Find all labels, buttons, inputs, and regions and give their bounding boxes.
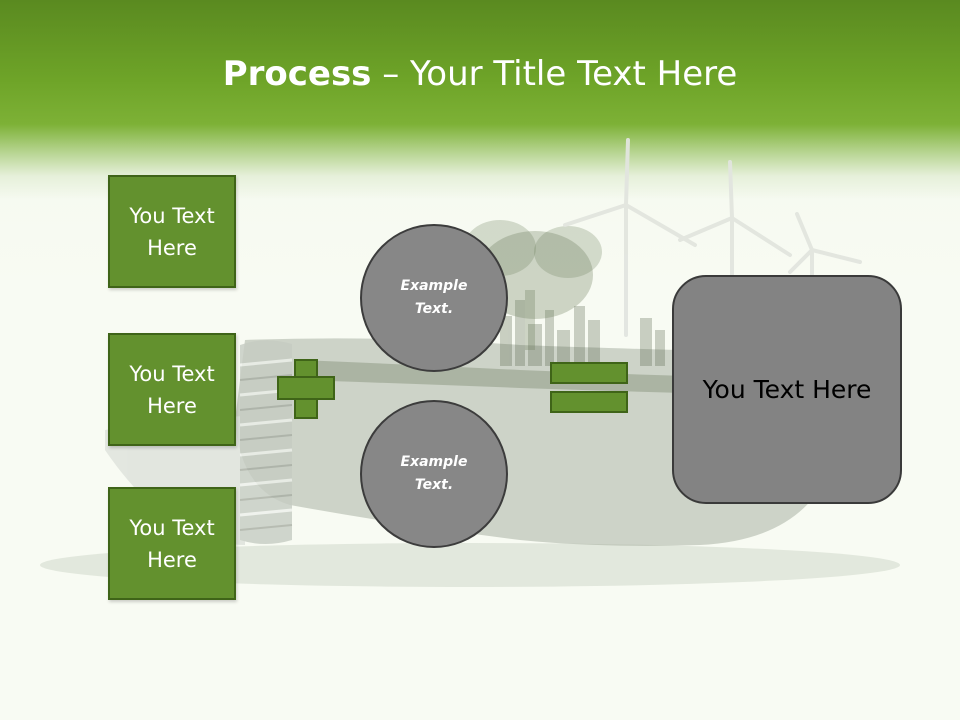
input-box-1-label: You Text Here — [129, 203, 215, 260]
input-box-2-label: You Text Here — [129, 361, 215, 418]
input-box-3-label: You Text Here — [129, 515, 215, 572]
result-box-label: You Text Here — [702, 375, 872, 404]
equals-icon-top-bar — [550, 362, 628, 384]
title-rest: – Your Title Text Here — [371, 54, 738, 94]
result-box[interactable]: You Text Here — [672, 275, 902, 504]
input-box-3[interactable]: You Text Here — [108, 487, 236, 600]
slide-title: Process – Your Title Text Here — [0, 52, 960, 96]
header-band — [0, 0, 960, 200]
operand-circle-1-label: Example Text. — [400, 278, 468, 317]
plus-icon-center — [296, 378, 316, 398]
equals-icon-bottom-bar — [550, 391, 628, 413]
operand-circle-2[interactable]: Example Text. — [360, 400, 508, 548]
operand-circle-1[interactable]: Example Text. — [360, 224, 508, 372]
input-box-1[interactable]: You Text Here — [108, 175, 236, 288]
operand-circle-2-label: Example Text. — [400, 454, 468, 493]
input-box-2[interactable]: You Text Here — [108, 333, 236, 446]
title-bold: Process — [222, 54, 372, 94]
